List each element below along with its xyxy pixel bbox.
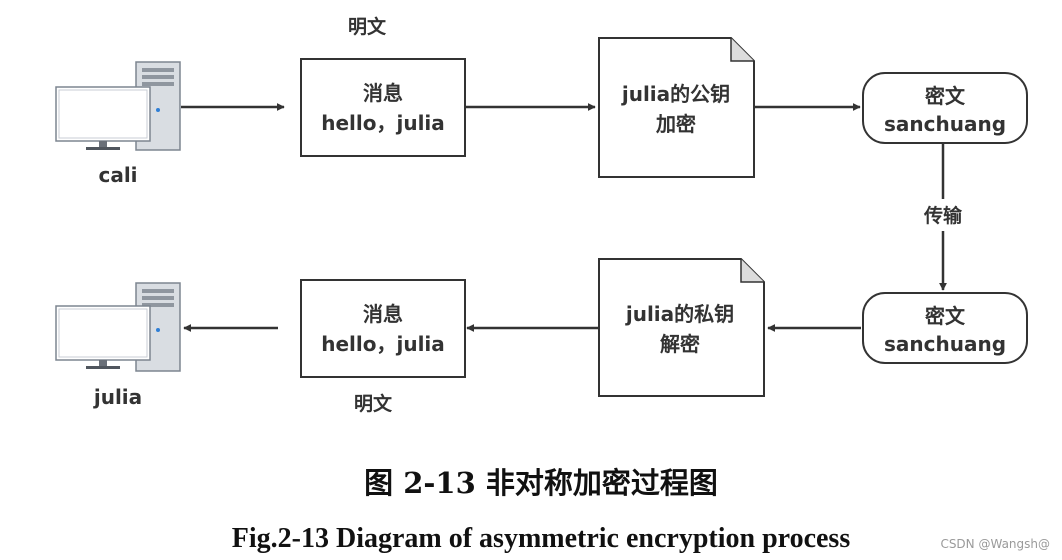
receiver-computer-icon [55,282,181,372]
bottom-plaintext-label: 明文 [354,392,393,415]
sender-label: cali [98,163,137,187]
caption-chinese: 图 2-13 非对称加密过程图 [364,466,718,500]
decrypt-document-fold [740,259,764,283]
transmit-label: 传输 [923,204,963,227]
caption-english: Fig.2-13 Diagram of asymmetric encryptio… [232,523,851,554]
decrypt-document [598,258,765,397]
message-bottom-line1: 消息 [363,302,403,326]
receiver-label: julia [93,385,142,409]
message-bottom-line2: hello，julia [321,332,445,356]
cipher-top-line2: sanchuang [884,112,1006,136]
encrypt-document-fold [730,38,754,62]
message-top-line1: 消息 [363,81,403,105]
top-plaintext-label: 明文 [348,15,387,38]
cipher-box-top [862,72,1028,144]
encrypt-doc-line2: 加密 [655,112,696,136]
cipher-bottom-line2: sanchuang [884,332,1006,356]
cipher-top-line1: 密文 [925,84,966,108]
encrypt-document [598,37,755,178]
encrypt-doc-line1: julia的公钥 [621,82,730,106]
cipher-bottom-line1: 密文 [925,304,966,328]
decrypt-doc-line1: julia的私钥 [625,302,734,326]
message-box-top [300,58,466,157]
message-top-line2: hello，julia [321,111,445,135]
sender-computer-icon [55,61,181,151]
cipher-box-bottom [862,292,1028,364]
message-box-bottom [300,279,466,378]
watermark: CSDN @Wangsh@ [940,537,1050,551]
decrypt-doc-line2: 解密 [660,332,700,356]
